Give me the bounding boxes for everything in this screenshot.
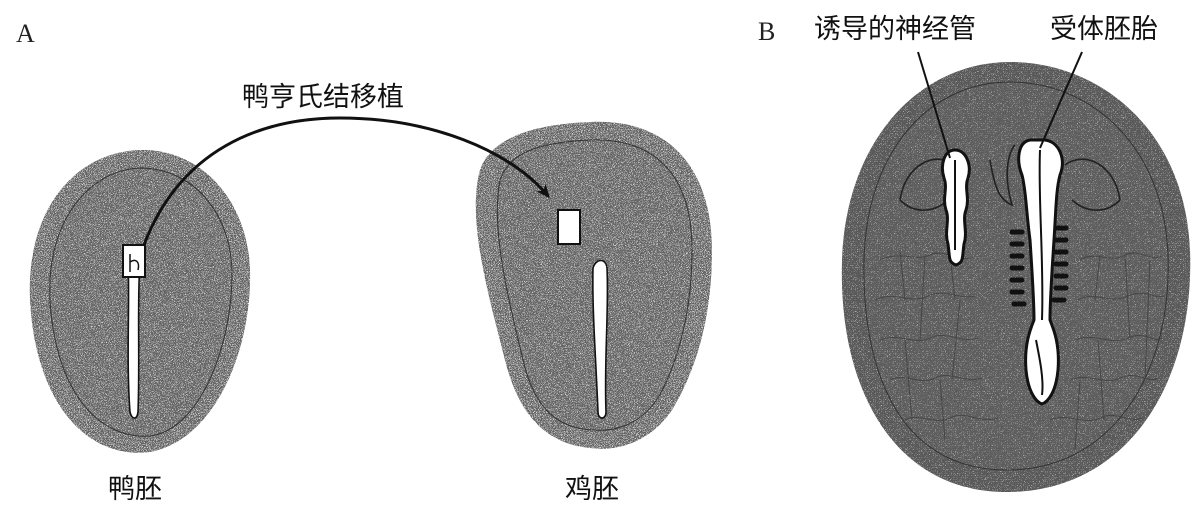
host-embryo-label: 受体胚胎 [1050, 14, 1158, 45]
graft-site-box [558, 210, 580, 244]
duck-embryo-label: 鸭胚 [108, 474, 162, 505]
panel-a-letter: A [16, 19, 35, 48]
host-embryo [842, 52, 1190, 492]
host-embryo-inner [864, 82, 1168, 470]
panel-b-letter: B [758, 17, 775, 46]
induced-neural-tube-label: 诱导的神经管 [814, 14, 976, 45]
duck-embryo [30, 150, 250, 453]
duck-primitive-streak [128, 262, 140, 418]
chick-embryo-label: 鸡胚 [565, 474, 619, 505]
graft-label: 鸭亨氏结移植 [242, 82, 404, 113]
chick-embryo [476, 122, 712, 449]
